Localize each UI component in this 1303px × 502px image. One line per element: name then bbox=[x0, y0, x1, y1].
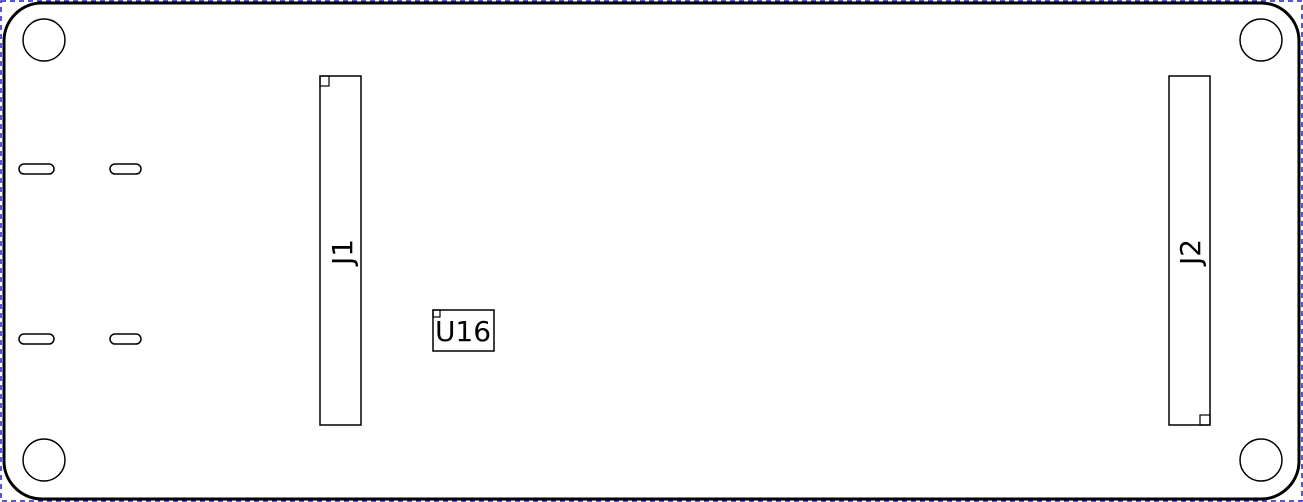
connector-j1-pin1-marker bbox=[319, 75, 330, 87]
connector-j2-pin1-marker bbox=[1199, 414, 1211, 426]
mounting-hole-top-right bbox=[1239, 18, 1283, 62]
component-u16-body bbox=[432, 309, 495, 352]
slot-top-left-outer bbox=[18, 163, 55, 175]
mounting-hole-bottom-right bbox=[1239, 438, 1283, 482]
mounting-hole-bottom-left bbox=[22, 438, 66, 482]
connector-j2-label: J2 bbox=[1174, 239, 1207, 267]
connector-j2: J2 bbox=[1168, 75, 1211, 426]
component-u16-label: U16 bbox=[435, 315, 491, 348]
slot-top-left-inner bbox=[109, 163, 142, 175]
component-u16-pin1-marker bbox=[432, 309, 441, 318]
connector-j1: J1 bbox=[319, 75, 362, 426]
mounting-hole-top-left bbox=[22, 18, 66, 62]
connector-j1-label: J1 bbox=[326, 239, 359, 267]
component-u16: U16 bbox=[432, 309, 495, 352]
connector-j2-body bbox=[1168, 75, 1211, 426]
connector-j1-body bbox=[319, 75, 362, 426]
slot-bottom-left-inner bbox=[109, 333, 142, 345]
slot-bottom-left-outer bbox=[18, 333, 55, 345]
